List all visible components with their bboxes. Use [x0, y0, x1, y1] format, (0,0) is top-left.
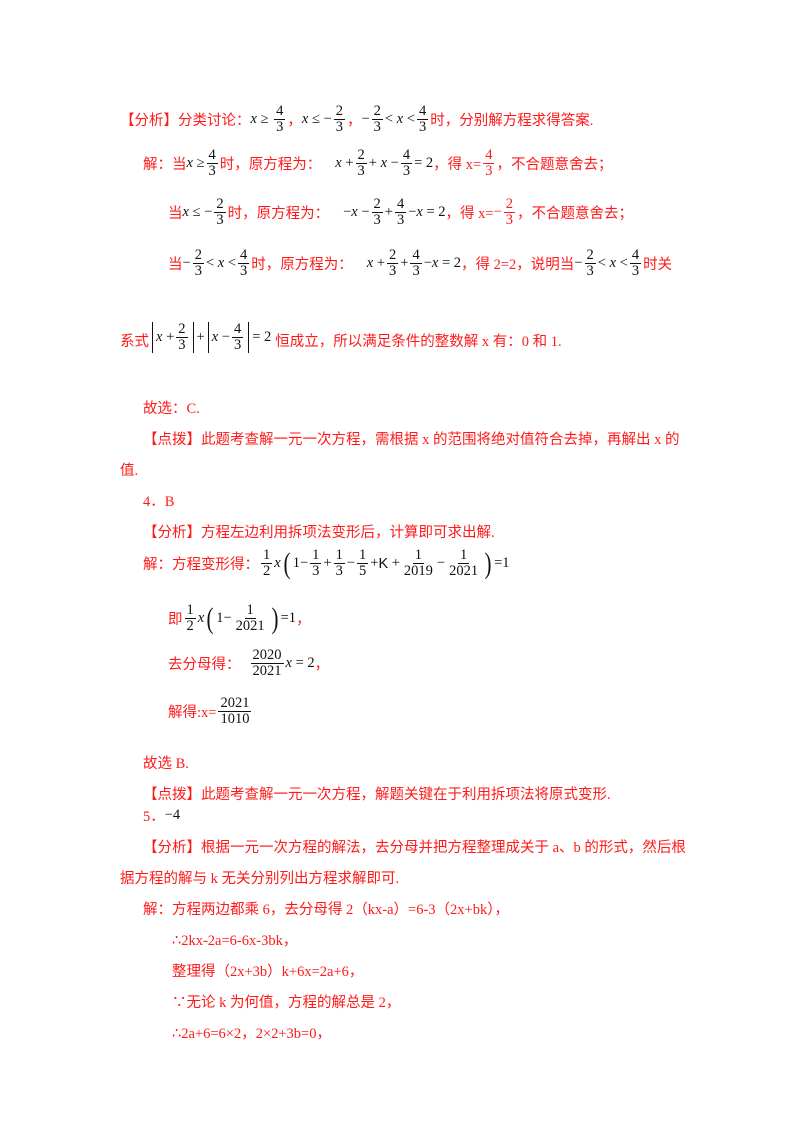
case1-mid-text: 时，原方程为： — [219, 157, 322, 174]
q4-analysis: 【分析】方程左边利用拆项法变形后，计算即可求出解. — [143, 525, 495, 541]
q5-solution-line1: 解：方程两边都乘 6，去分母得 2（kx-a）=6-3（2x+bk）， — [143, 902, 509, 918]
q5-analysis-line2: 据方程的解与 k 无关分别列出方程求解即可. — [120, 871, 400, 887]
q4-step2-tail: ， — [296, 612, 311, 629]
case2-tail-text: ，不合题意舍去； — [517, 206, 634, 223]
q4-step2-prefix: 即 — [168, 612, 183, 629]
q4-step3-tail: ， — [314, 657, 330, 674]
q5-heading: 5． −4 — [143, 805, 180, 826]
q4-solution-prefix: 解：方程变形得： — [143, 557, 259, 574]
case1-result-text: ，得 x= — [433, 157, 482, 174]
conclusion-tail: 恒成立，所以满足条件的整数解 x 有：0 和 1. — [275, 334, 562, 351]
case3-prefix: 当 — [168, 257, 183, 274]
q4-tip: 【点拨】此题考查解一元一次方程，解题关键在于利用拆项法将原式变形. — [143, 787, 611, 803]
q3-tip-line2: 值. — [120, 463, 139, 479]
case2-prefix: 当 — [168, 206, 183, 223]
q4-step4-prefix: 解得:x= — [168, 705, 217, 722]
analysis-suffix: 时，分别解方程求得答案. — [430, 113, 594, 130]
q3-choice: 故选：C. — [143, 401, 200, 417]
q5-analysis-line1: 【分析】根据一元一次方程的解法，去分母并把方程整理成关于 a、b 的形式，然后根 — [143, 840, 686, 856]
case3-mid-text: 时，原方程为： — [251, 257, 353, 274]
q4-heading: 4．B — [143, 494, 175, 510]
q5-solution-line2: ∴2kx-2a=6-6x-3bk， — [172, 933, 298, 949]
solution-label: 解：当 — [143, 157, 187, 174]
q4-step3-prefix: 去分母得： — [168, 657, 241, 674]
conclusion-prefix: 系式 — [120, 334, 149, 351]
q5-answer: −4 — [164, 807, 181, 823]
q5-number: 5． — [143, 809, 165, 825]
q5-solution-line3: 整理得（2x+3b）k+6x=2a+6， — [172, 964, 364, 980]
q5-solution-line4: ∵无论 k 为何值，方程的解总是 2， — [172, 995, 401, 1011]
q4-choice: 故选 B. — [143, 756, 189, 772]
analysis-label: 【分析】分类讨论： — [120, 113, 251, 130]
case2-mid-text: 时，原方程为： — [227, 206, 330, 223]
case3-result-text: ，得 2=2，说明当 — [461, 257, 575, 274]
q3-tip-line1: 【点拨】此题考查解一元一次方程，需根据 x 的范围将绝对值符合去掉，再解出 x … — [143, 432, 680, 448]
case1-tail-text: ，不合题意舍去； — [496, 157, 613, 174]
q5-solution-line5: ∴2a+6=6×2，2×2+3b=0， — [172, 1026, 331, 1042]
case3-tail-text: 时关 — [643, 257, 673, 274]
case2-result-text: ，得 x= — [445, 206, 494, 223]
